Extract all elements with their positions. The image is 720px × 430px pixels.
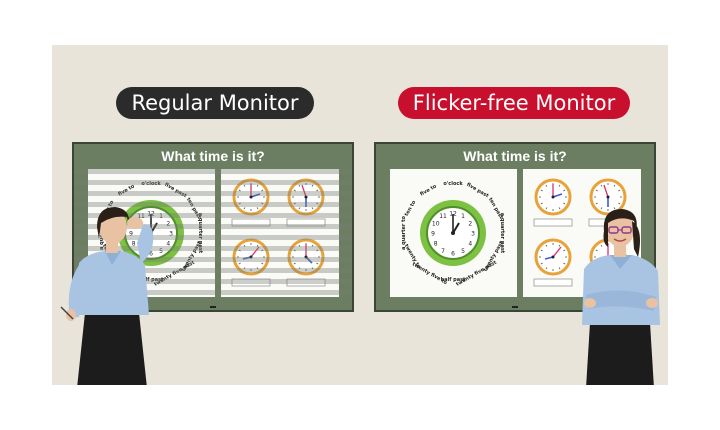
stressed-woman (60, 207, 154, 385)
comparison-scene: Regular Monitor Flicker-free Monitor Wha… (52, 45, 668, 385)
screen-title: What time is it? (463, 148, 567, 164)
clock-numeral: 2 (166, 221, 170, 228)
clock-numeral: 9 (129, 231, 133, 238)
clock-phrase-label: five past (465, 182, 490, 200)
clock-phrase-label: half past (441, 277, 466, 283)
answer-box (286, 218, 326, 227)
clock-numeral: 6 (451, 251, 455, 258)
clock-phrase-label: o'clock (141, 181, 161, 187)
clock-numeral: 1 (159, 213, 163, 220)
smiling-woman (582, 209, 660, 385)
clock-numeral: 3 (169, 231, 173, 238)
monitor-logo (512, 306, 518, 308)
small-clocks-grid (231, 178, 326, 287)
clock-numeral: 1 (461, 213, 465, 220)
clock-phrase-label: a quarter past (499, 213, 505, 254)
clock-phrase-label: ten to (404, 199, 418, 217)
clock-phrase-label: a quarter past (197, 213, 203, 254)
answer-box (286, 278, 326, 287)
clock-numeral: 3 (471, 231, 475, 238)
answer-box (231, 278, 271, 287)
clock-numeral: 8 (434, 241, 438, 248)
clock-numeral: 8 (132, 241, 136, 248)
clock-numeral: 2 (468, 221, 472, 228)
small-clock-icon (534, 178, 572, 216)
small-clock-icon (534, 238, 572, 276)
small-clock-icon (589, 178, 627, 216)
clock-numeral: 9 (431, 231, 435, 238)
clock-numeral: 5 (159, 248, 163, 255)
small-clock-icon (232, 178, 270, 216)
clock-numeral: 4 (468, 241, 472, 248)
answer-box (533, 278, 573, 287)
screen-title: What time is it? (161, 148, 265, 164)
clock-numeral: 11 (439, 213, 447, 220)
small-clock-icon (287, 238, 325, 276)
answer-box (533, 218, 573, 227)
answer-box (231, 218, 271, 227)
clock-numeral: 7 (441, 248, 445, 255)
small-clock-icon (287, 178, 325, 216)
clock-numeral: 11 (137, 213, 145, 220)
clock-numeral: 6 (149, 251, 153, 258)
clock-phrase-label: five to (419, 183, 438, 197)
clock-numeral: 10 (432, 221, 440, 228)
clock-phrase-label: half past (139, 277, 164, 283)
small-clock-icon (232, 238, 270, 276)
monitor-logo (210, 306, 216, 308)
clock-phrase-label: five to (117, 183, 136, 197)
clock-phrase-label: five past (163, 182, 188, 200)
clock-phrase-label: a quarter to (401, 215, 407, 249)
flicker-free-monitor-label: Flicker-free Monitor (398, 87, 630, 119)
clock-phrase-label: o'clock (443, 181, 463, 187)
clock-numeral: 5 (461, 248, 465, 255)
clock-numeral: 4 (166, 241, 170, 248)
regular-monitor-label: Regular Monitor (116, 87, 314, 119)
clock-quiz-panel (221, 169, 339, 297)
